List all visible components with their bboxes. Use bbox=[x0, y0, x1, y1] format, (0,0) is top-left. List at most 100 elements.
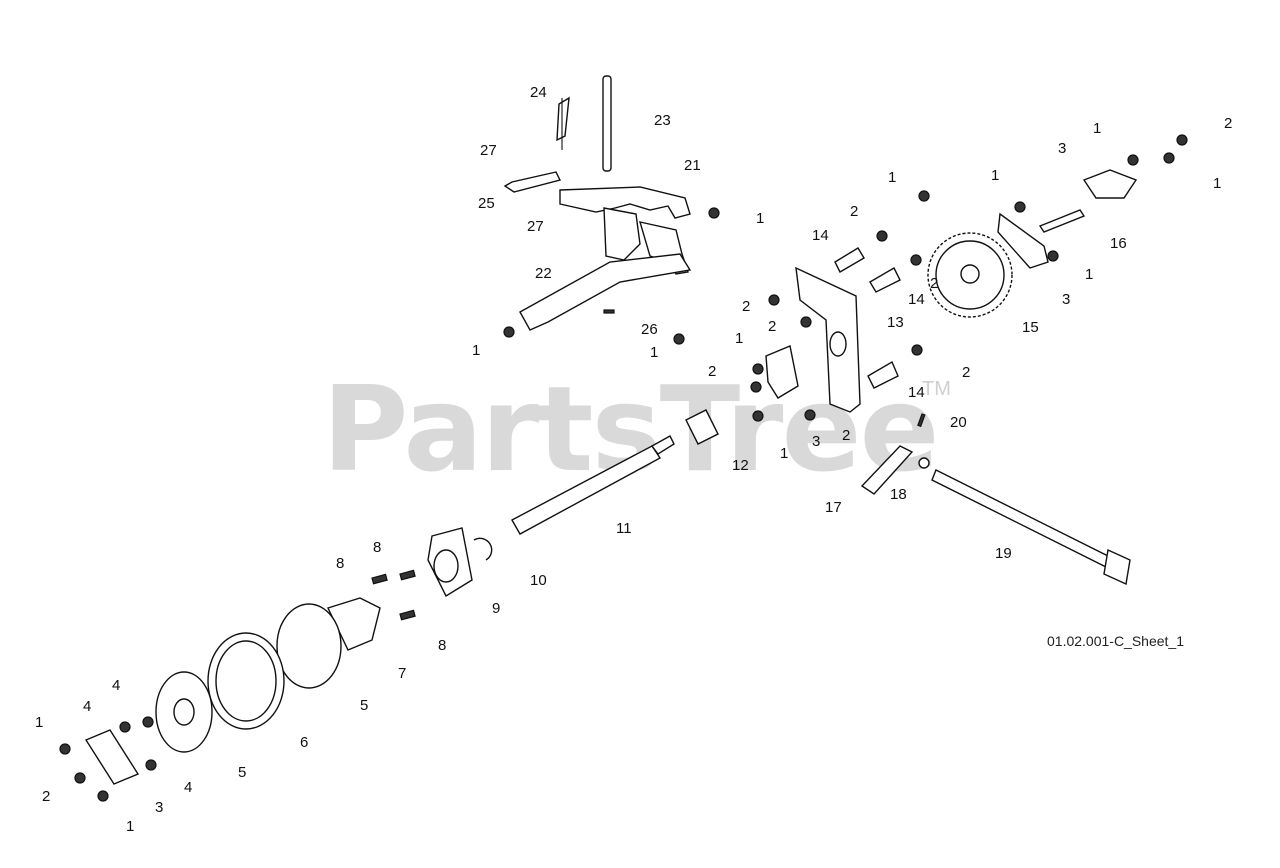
spacer[interactable] bbox=[834, 247, 865, 273]
control-bracket-web[interactable] bbox=[603, 207, 641, 261]
part-callout[interactable]: 1 bbox=[756, 210, 764, 227]
pinion-gear[interactable] bbox=[685, 409, 719, 445]
part-callout[interactable]: 2 bbox=[768, 318, 776, 335]
bearing-flange-center[interactable] bbox=[765, 345, 799, 399]
part-callout[interactable]: 1 bbox=[126, 818, 134, 835]
part-callout[interactable]: 27 bbox=[527, 218, 544, 235]
bolt[interactable] bbox=[399, 609, 416, 621]
part-callout[interactable]: 13 bbox=[887, 314, 904, 331]
bolt[interactable] bbox=[399, 569, 416, 581]
washer[interactable] bbox=[918, 457, 930, 469]
part-callout[interactable]: 23 bbox=[654, 112, 671, 129]
part-callout[interactable]: 1 bbox=[735, 330, 743, 347]
part-callout[interactable]: 21 bbox=[684, 157, 701, 174]
part-callout[interactable]: 22 bbox=[535, 265, 552, 282]
nut[interactable] bbox=[876, 230, 888, 242]
nut[interactable] bbox=[800, 316, 812, 328]
nut[interactable] bbox=[768, 294, 780, 306]
part-callout[interactable]: 26 bbox=[641, 321, 658, 338]
part-callout[interactable]: 11 bbox=[616, 520, 632, 537]
part-callout[interactable]: 4 bbox=[112, 677, 120, 694]
nut[interactable] bbox=[708, 207, 720, 219]
nut[interactable] bbox=[1014, 201, 1026, 213]
part-callout[interactable]: 2 bbox=[850, 203, 858, 220]
part-callout[interactable]: 18 bbox=[890, 486, 907, 503]
part-callout[interactable]: 1 bbox=[650, 344, 658, 361]
shift-plate[interactable] bbox=[519, 253, 692, 331]
nut[interactable] bbox=[918, 190, 930, 202]
part-callout[interactable]: 1 bbox=[780, 445, 788, 462]
part-callout[interactable]: 14 bbox=[908, 384, 925, 401]
part-callout[interactable]: 12 bbox=[732, 457, 749, 474]
part-callout[interactable]: 5 bbox=[238, 764, 246, 781]
nut[interactable] bbox=[910, 254, 922, 266]
part-callout[interactable]: 10 bbox=[530, 572, 547, 589]
bearing-flange[interactable] bbox=[997, 212, 1049, 269]
part-callout[interactable]: 2 bbox=[962, 364, 970, 381]
part-callout[interactable]: 25 bbox=[478, 195, 495, 212]
part-callout[interactable]: 4 bbox=[83, 698, 91, 715]
part-callout[interactable]: 2 bbox=[742, 298, 750, 315]
nut[interactable] bbox=[804, 409, 816, 421]
part-callout[interactable]: 4 bbox=[184, 779, 192, 796]
part-callout[interactable]: 7 bbox=[398, 665, 406, 682]
part-callout[interactable]: 8 bbox=[373, 539, 381, 556]
part-callout[interactable]: 2 bbox=[42, 788, 50, 805]
shaft-spline-end[interactable] bbox=[650, 435, 675, 455]
part-callout[interactable]: 19 bbox=[995, 545, 1012, 562]
part-callout[interactable]: 3 bbox=[812, 433, 820, 450]
part-callout[interactable]: 3 bbox=[155, 799, 163, 816]
part-callout[interactable]: 1 bbox=[1085, 266, 1093, 283]
nut[interactable] bbox=[1176, 134, 1188, 146]
nut[interactable] bbox=[142, 716, 154, 728]
nut[interactable] bbox=[752, 410, 764, 422]
part-callout[interactable]: 2 bbox=[1224, 115, 1232, 132]
hub-flange[interactable] bbox=[327, 597, 381, 651]
nut[interactable] bbox=[1163, 152, 1175, 164]
nut[interactable] bbox=[503, 326, 515, 338]
part-callout[interactable]: 3 bbox=[1062, 291, 1070, 308]
nut[interactable] bbox=[673, 333, 685, 345]
nut[interactable] bbox=[145, 759, 157, 771]
part-callout[interactable]: 1 bbox=[1213, 175, 1221, 192]
control-bracket-top[interactable] bbox=[559, 186, 691, 219]
part-callout[interactable]: 3 bbox=[1058, 140, 1066, 157]
shift-rod[interactable] bbox=[931, 469, 1117, 571]
part-callout[interactable]: 2 bbox=[842, 427, 850, 444]
tension-spring[interactable] bbox=[556, 96, 570, 142]
bearing-flange-right[interactable] bbox=[1082, 169, 1138, 199]
part-callout[interactable]: 8 bbox=[438, 637, 446, 654]
nut[interactable] bbox=[59, 743, 71, 755]
part-callout[interactable]: 1 bbox=[888, 169, 896, 186]
part-callout[interactable]: 2 bbox=[708, 363, 716, 380]
part-callout[interactable]: 17 bbox=[825, 499, 842, 516]
pivot-rod[interactable] bbox=[602, 75, 612, 172]
spacer[interactable] bbox=[867, 360, 899, 389]
roll-pin[interactable] bbox=[917, 413, 926, 428]
part-callout[interactable]: 6 bbox=[300, 734, 308, 751]
part-callout[interactable]: 1 bbox=[991, 167, 999, 184]
part-callout[interactable]: 15 bbox=[1022, 319, 1039, 336]
part-callout[interactable]: 20 bbox=[950, 414, 967, 431]
cotter-pin[interactable] bbox=[603, 309, 615, 314]
gear-shaft[interactable] bbox=[1038, 209, 1086, 233]
nut[interactable] bbox=[911, 344, 923, 356]
part-callout[interactable]: 14 bbox=[908, 291, 925, 308]
shift-rod-end[interactable] bbox=[1103, 548, 1131, 586]
part-callout[interactable]: 24 bbox=[530, 84, 547, 101]
nut[interactable] bbox=[750, 381, 762, 393]
nut[interactable] bbox=[1127, 154, 1139, 166]
bolt[interactable] bbox=[371, 573, 388, 585]
spacer[interactable] bbox=[869, 267, 901, 293]
nut[interactable] bbox=[752, 363, 764, 375]
part-callout[interactable]: 27 bbox=[480, 142, 497, 159]
part-callout[interactable]: 1 bbox=[472, 342, 480, 359]
part-callout[interactable]: 1 bbox=[35, 714, 43, 731]
nut[interactable] bbox=[97, 790, 109, 802]
part-callout[interactable]: 1 bbox=[1093, 120, 1101, 137]
part-callout[interactable]: 8 bbox=[336, 555, 344, 572]
shift-arm[interactable] bbox=[860, 445, 914, 495]
part-callout[interactable]: 16 bbox=[1110, 235, 1127, 252]
part-callout[interactable]: 14 bbox=[812, 227, 829, 244]
drive-shaft[interactable] bbox=[511, 445, 662, 535]
